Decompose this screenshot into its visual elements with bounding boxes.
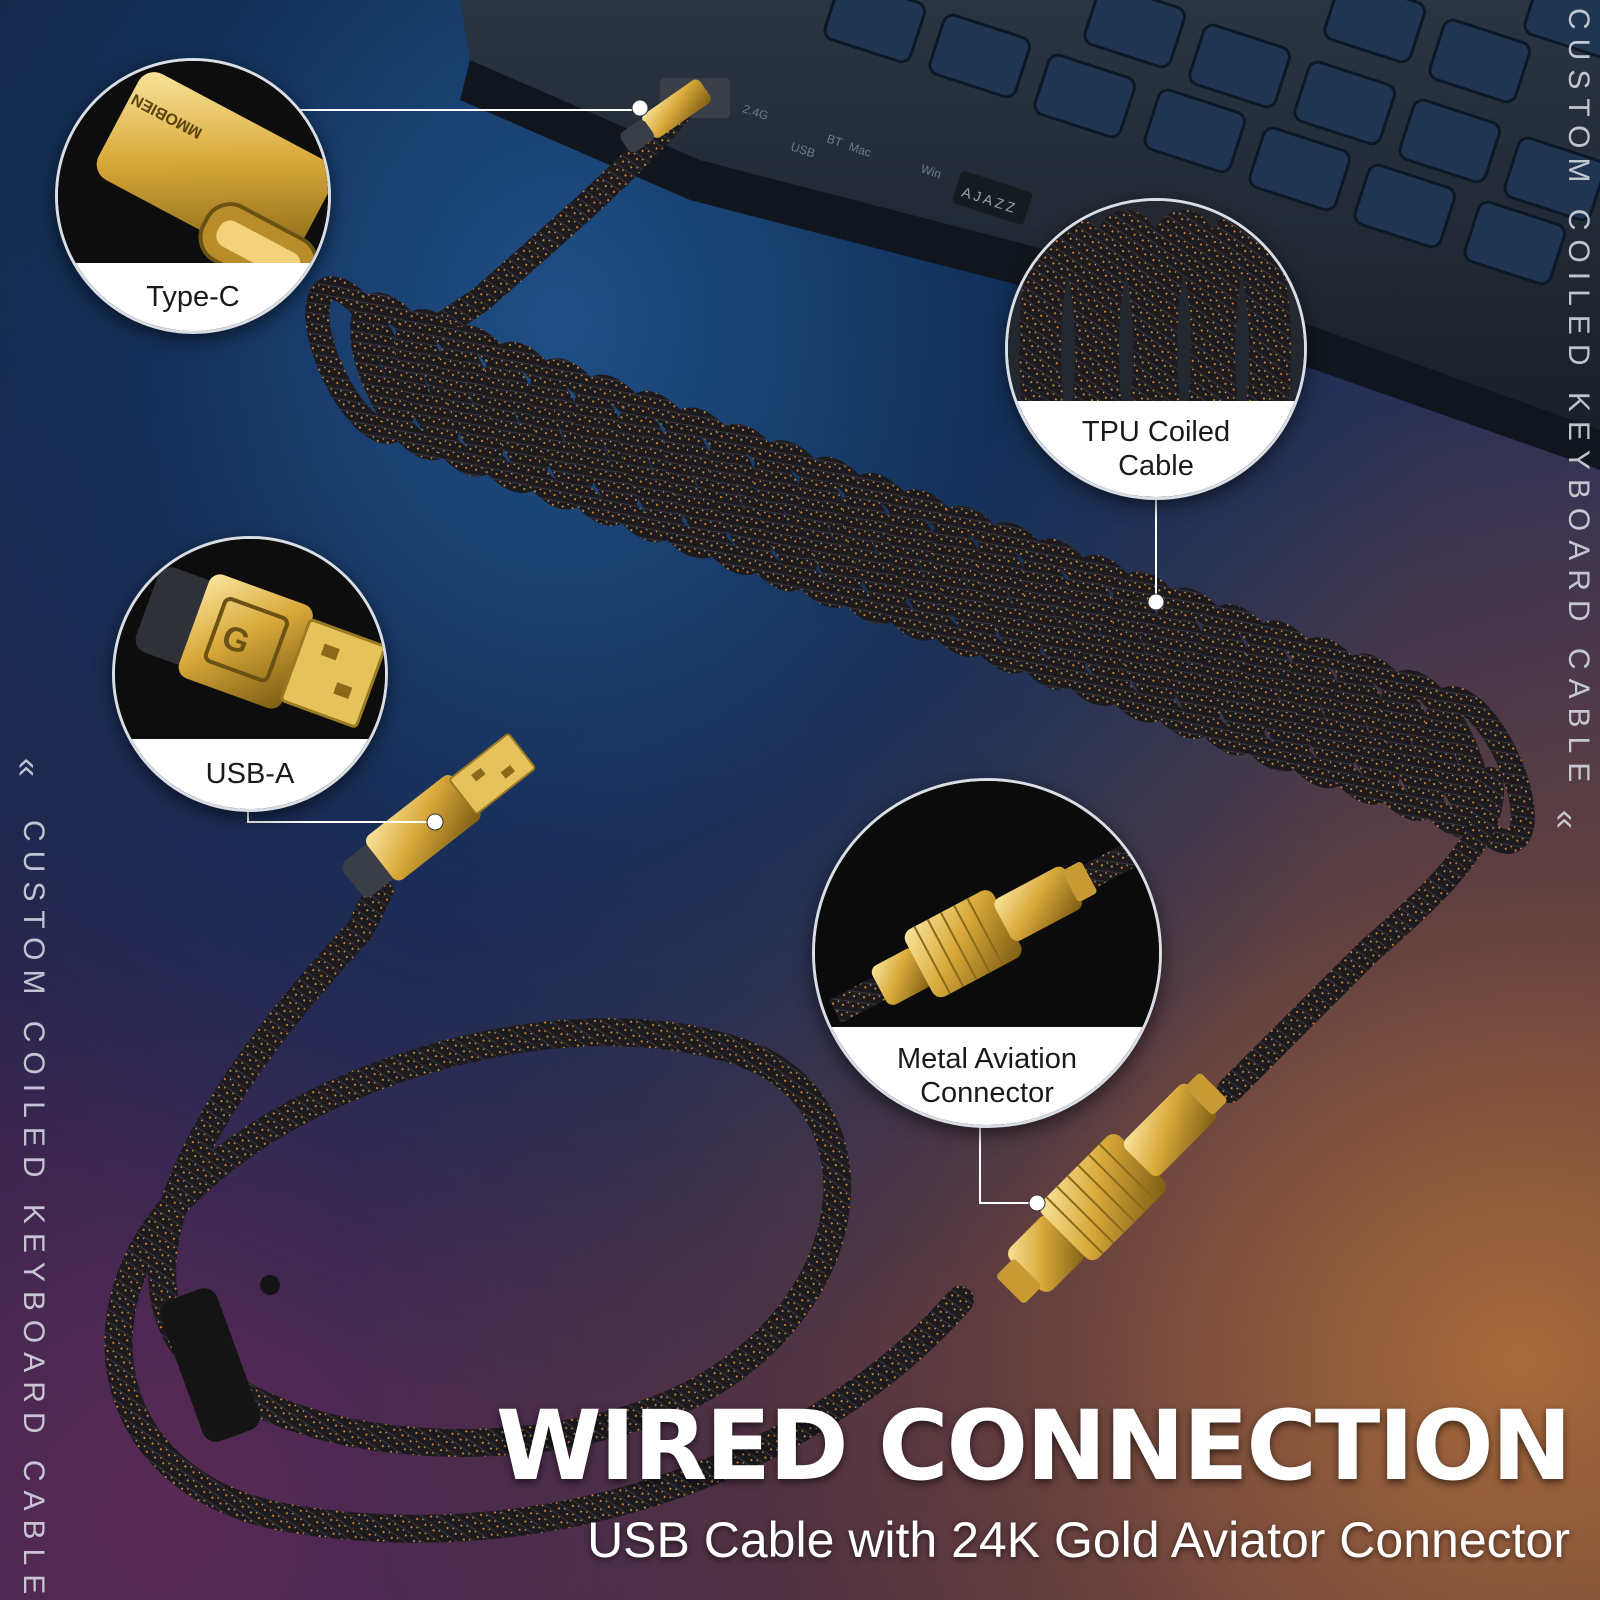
type-c-label: Type-C — [146, 281, 240, 313]
callout-metal-aviation-connector: Metal Aviation Connector — [812, 778, 1162, 1128]
aviation-label-line1: Metal Aviation — [896, 1043, 1078, 1075]
switch-label-mac: Mac — [847, 140, 873, 160]
aviator-connector — [997, 1073, 1227, 1303]
usb-a-plug — [342, 733, 536, 898]
callout-dot-usb-a — [426, 813, 444, 831]
coiled-cable — [305, 276, 1535, 854]
switch-label-win: Win — [919, 162, 943, 182]
headline: WIRED CONNECTION — [495, 1390, 1572, 1502]
callout-type-c: MMOBIEN Type-C — [55, 58, 331, 334]
side-text-right: CUSTOM COILED KEYBOARD CABLE — [1562, 8, 1595, 792]
side-text-left: CUSTOM COILED KEYBOARD CABLE — [17, 820, 50, 1603]
callout-tpu-coiled-cable: TPU Coiled Cable — [1005, 198, 1307, 500]
type-c-plug — [620, 79, 711, 153]
tpu-label-line1: TPU Coiled — [1081, 416, 1231, 448]
aviation-label-line2: Connector — [920, 1077, 1054, 1109]
callout-dot-aviation — [1028, 1194, 1046, 1212]
callout-dot-tpu — [1147, 593, 1165, 611]
callout-dot-type-c — [631, 99, 649, 117]
subline: USB Cable with 24K Gold Aviator Connecto… — [587, 1512, 1570, 1568]
coil-loop — [1425, 686, 1535, 854]
chevron-left-icon: « — [8, 758, 47, 777]
callout-usb-a: G USB-A — [112, 536, 388, 812]
tpu-label-line2: Cable — [1118, 450, 1194, 482]
switch-label-bt: BT — [825, 132, 845, 150]
chevron-right-icon: « — [1546, 810, 1585, 829]
cable-strap — [160, 1275, 280, 1442]
usb-a-label: USB-A — [205, 758, 295, 790]
